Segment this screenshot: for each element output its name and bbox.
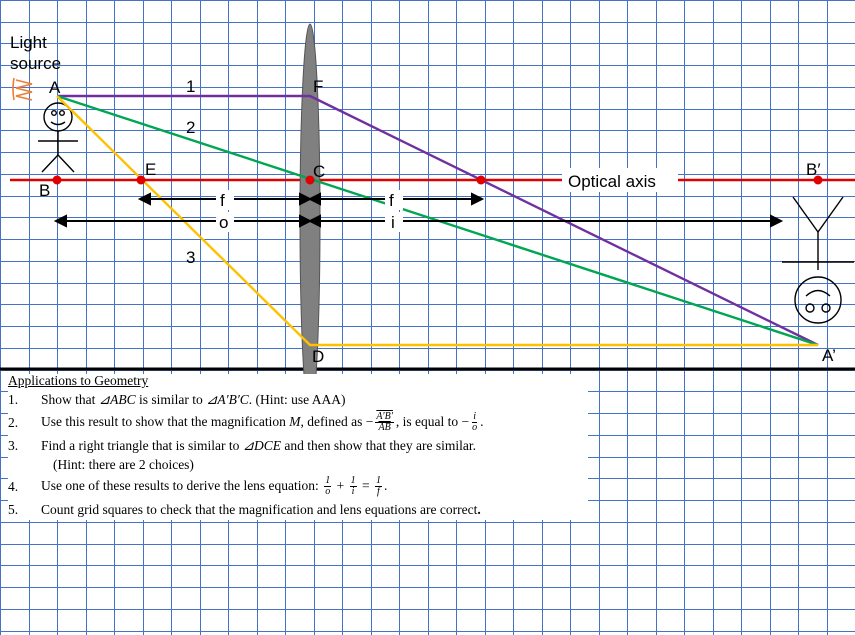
question-text: . <box>480 413 484 429</box>
question-2: 2. Use this result to show that the magn… <box>8 410 588 436</box>
image-distance-arrow-head-r <box>770 214 784 228</box>
focal-length-label-left: f <box>220 191 225 210</box>
object-distance-label: o <box>219 213 228 232</box>
point-b-marker <box>52 175 62 185</box>
question-3-hint: (Hint: there are 2 choices) <box>53 456 194 472</box>
question-text: . (Hint: use AAA) <box>248 391 346 407</box>
image-distance-label: i <box>391 213 395 232</box>
question-text: . <box>383 477 388 493</box>
fraction-numerator: i <box>472 410 478 423</box>
math-triangle: ⊿DCE <box>242 437 282 453</box>
fraction-denominator: f <box>377 486 380 497</box>
light-rays-icon <box>12 77 33 101</box>
focal-point-right-marker <box>476 175 486 185</box>
question-number: 4. <box>8 478 19 494</box>
optical-axis-label: Optical axis <box>568 172 656 191</box>
point-a-prime-label: A’ <box>822 346 836 365</box>
question-period: . <box>477 501 481 517</box>
light-source-word1: Light <box>10 33 47 52</box>
ray-1 <box>57 94 819 347</box>
math-triangle: ⊿ABC <box>98 391 136 407</box>
fraction-numerator: 1 <box>349 474 357 487</box>
object-stick-figure <box>38 102 78 173</box>
applications-panel: Applications to Geometry 1. Show that ⊿A… <box>8 374 588 520</box>
question-text: Use this result to show that the magnifi… <box>41 413 290 429</box>
math-triangle: ⊿A′B′C <box>206 391 249 407</box>
light-source-label: Light source <box>10 33 61 73</box>
applications-heading: Applications to Geometry <box>8 373 149 388</box>
question-text: Use one of these results to derive the l… <box>41 477 323 493</box>
ray-2-label: 2 <box>186 118 195 137</box>
fraction-numerator: 1 <box>374 474 382 487</box>
ray-3-label: 3 <box>186 248 195 267</box>
image-distance-arrow-head-l <box>307 214 321 228</box>
ray-1-label: 1 <box>186 77 195 96</box>
focal-arrow-left-head-l <box>137 192 151 206</box>
point-f-label: F <box>313 77 323 96</box>
object-distance-arrow-head-l <box>53 214 67 228</box>
focal-arrow-right-head-l <box>307 192 321 206</box>
question-5: 5. Count grid squares to check that the … <box>8 500 588 520</box>
question-text: , defined as − <box>300 413 374 429</box>
question-text: Find a right triangle that is similar to <box>41 437 243 453</box>
focal-length-label-right: f <box>389 191 394 210</box>
question-number: 5. <box>8 501 19 517</box>
question-3: 3. Find a right triangle that is similar… <box>8 436 588 456</box>
point-e-label: E <box>145 160 156 179</box>
point-b-label: B <box>39 181 50 200</box>
point-d-label: D <box>312 347 324 366</box>
magnification-fraction: A′B′AB <box>375 410 394 434</box>
point-b-prime-label: B′ <box>806 160 821 179</box>
fraction-denominator: o <box>472 422 478 433</box>
point-a-label: A <box>49 78 61 97</box>
question-1: 1. Show that ⊿ABC is similar to ⊿A′B′C. … <box>8 390 588 410</box>
math-variable: M <box>289 413 301 429</box>
point-c-label: C <box>313 162 325 181</box>
question-text: and then show that they are similar. <box>281 437 476 453</box>
optical-axis-label-background <box>562 168 678 192</box>
light-source-word2: source <box>10 54 61 73</box>
question-text: Show that <box>41 391 99 407</box>
fraction-denominator: o <box>325 486 331 497</box>
point-e-marker <box>136 175 146 185</box>
question-number: 2. <box>8 414 19 430</box>
question-text: Count grid squares to check that the mag… <box>41 501 478 517</box>
object-distance-arrow-head-r <box>299 214 313 228</box>
point-b-prime-marker <box>813 175 823 185</box>
focal-arrow-right-head-r <box>471 192 485 206</box>
question-number: 1. <box>8 391 19 407</box>
question-4: 4. Use one of these results to derive th… <box>8 474 588 500</box>
image-stick-figure <box>782 196 854 324</box>
question-text: , is equal to − <box>395 413 470 429</box>
question-text: is similar to <box>135 391 207 407</box>
fraction-denominator: i <box>351 486 355 497</box>
equals-sign: = <box>358 477 373 493</box>
question-number: 3. <box>8 437 19 453</box>
focal-arrow-left-head-r <box>299 192 313 206</box>
point-c-marker <box>305 175 315 185</box>
fraction-numerator: A′B′ <box>375 410 394 423</box>
fraction-denominator: AB <box>378 422 391 433</box>
fraction-numerator: 1 <box>324 474 332 487</box>
plus-sign: + <box>333 477 348 493</box>
